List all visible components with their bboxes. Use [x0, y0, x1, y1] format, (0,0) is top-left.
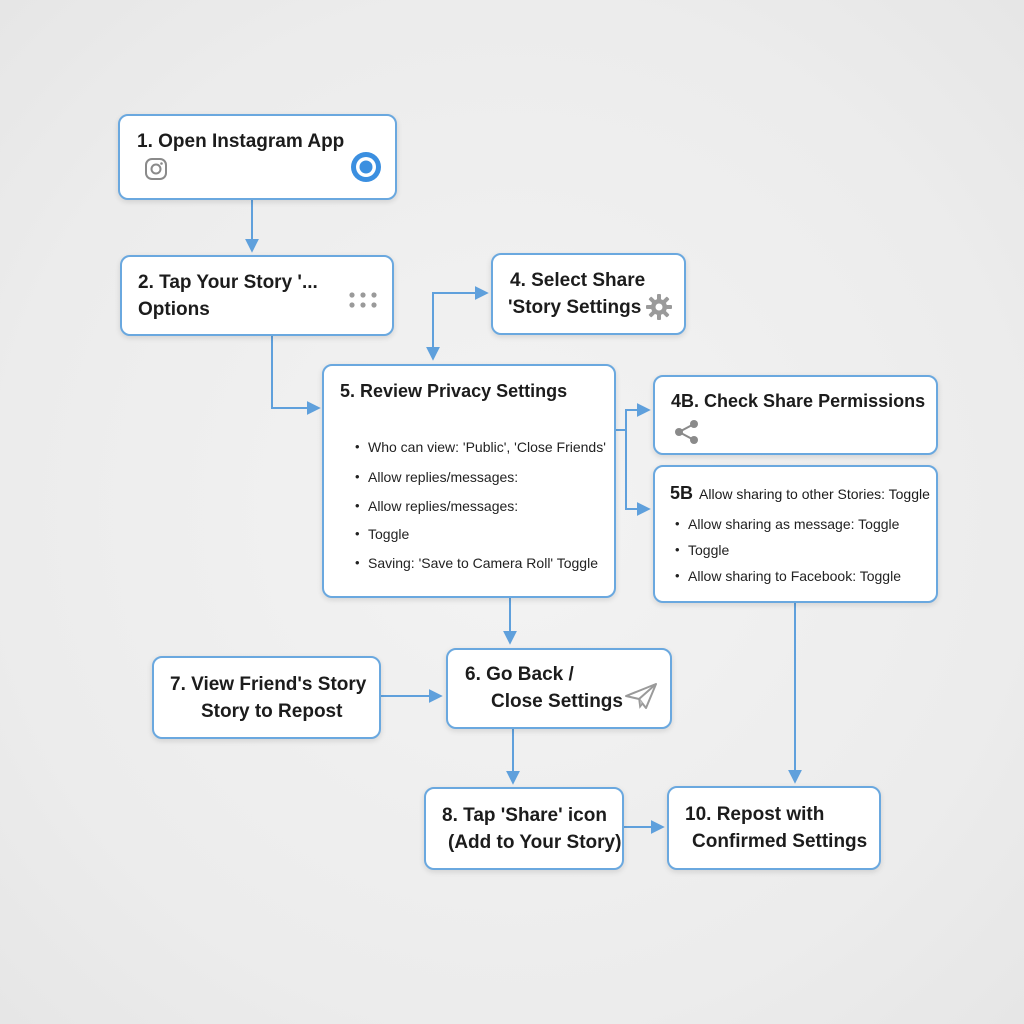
node-title-line1: 4. Select Share	[510, 270, 646, 291]
bullet-item: Saving: 'Save to Camera Roll' Toggle	[355, 554, 598, 572]
node-title-line1: 7. View Friend's Story	[170, 674, 367, 695]
edge-n2-n5	[271, 336, 321, 415]
node-title-line2: 'Story Settings	[508, 297, 642, 318]
target-ring-icon	[349, 150, 383, 189]
node-tap-share-icon[interactable]: 8. Tap 'Share' icon (Add to Your Story)	[424, 787, 624, 870]
node-title-rest: Allow sharing to other Stories: Toggle	[699, 486, 930, 502]
share-icon	[673, 419, 701, 450]
bullet-item: Allow replies/messages:	[355, 468, 518, 486]
node-title-line2: Close Settings	[491, 691, 623, 712]
node-title-line1: 10. Repost with	[685, 804, 825, 825]
node-check-share-permissions[interactable]: 4B. Check Share Permissions	[653, 375, 938, 455]
edge-n5-n5b	[625, 430, 651, 516]
edge-n5-n4b	[616, 403, 651, 431]
node-go-back-close-settings[interactable]: 6. Go Back / Close Settings	[446, 648, 672, 729]
node-title: 5B Allow sharing to other Stories: Toggle	[670, 483, 930, 504]
bullet-item: Who can view: 'Public', 'Close Friends'	[355, 438, 606, 456]
node-title-line2: (Add to Your Story)	[448, 832, 622, 853]
dots-grid-icon	[348, 290, 378, 315]
paper-plane-icon	[624, 682, 658, 715]
node-title-line1: 8. Tap 'Share' icon	[442, 805, 607, 826]
bullet-item: Allow sharing to Facebook: Toggle	[675, 567, 901, 585]
node-open-instagram[interactable]: 1. Open Instagram App	[118, 114, 397, 200]
node-repost-confirmed[interactable]: 10. Repost with Confirmed Settings	[667, 786, 881, 870]
node-title-line2: Options	[138, 299, 210, 320]
node-title-line2: Story to Repost	[201, 701, 343, 722]
node-title-line2: Confirmed Settings	[692, 831, 868, 852]
node-view-friends-story[interactable]: 7. View Friend's Story Story to Repost	[152, 656, 381, 739]
instagram-icon	[144, 157, 168, 186]
node-title: 5. Review Privacy Settings	[340, 381, 568, 401]
node-title-line1: 6. Go Back /	[465, 664, 574, 685]
node-sharing-toggles[interactable]: 5B Allow sharing to other Stories: Toggle…	[653, 465, 938, 603]
node-title: 4B. Check Share Permissions	[671, 391, 926, 411]
bullet-item: Allow replies/messages:	[355, 497, 518, 515]
bullet-item: Toggle	[675, 541, 729, 559]
bullet-item: Allow sharing as message: Toggle	[675, 515, 899, 533]
node-review-privacy-settings[interactable]: 5. Review Privacy Settings Who can view:…	[322, 364, 616, 598]
node-title-line1: 2. Tap Your Story '...	[138, 272, 318, 293]
node-select-share-story-settings[interactable]: 4. Select Share 'Story Settings	[491, 253, 686, 335]
gear-icon	[645, 293, 673, 326]
edge-n5-n4	[426, 286, 489, 361]
node-title: 1. Open Instagram App	[137, 131, 345, 152]
bullet-item: Toggle	[355, 525, 409, 543]
node-title-lead: 5B	[670, 483, 694, 503]
node-tap-your-story[interactable]: 2. Tap Your Story '... Options	[120, 255, 394, 336]
